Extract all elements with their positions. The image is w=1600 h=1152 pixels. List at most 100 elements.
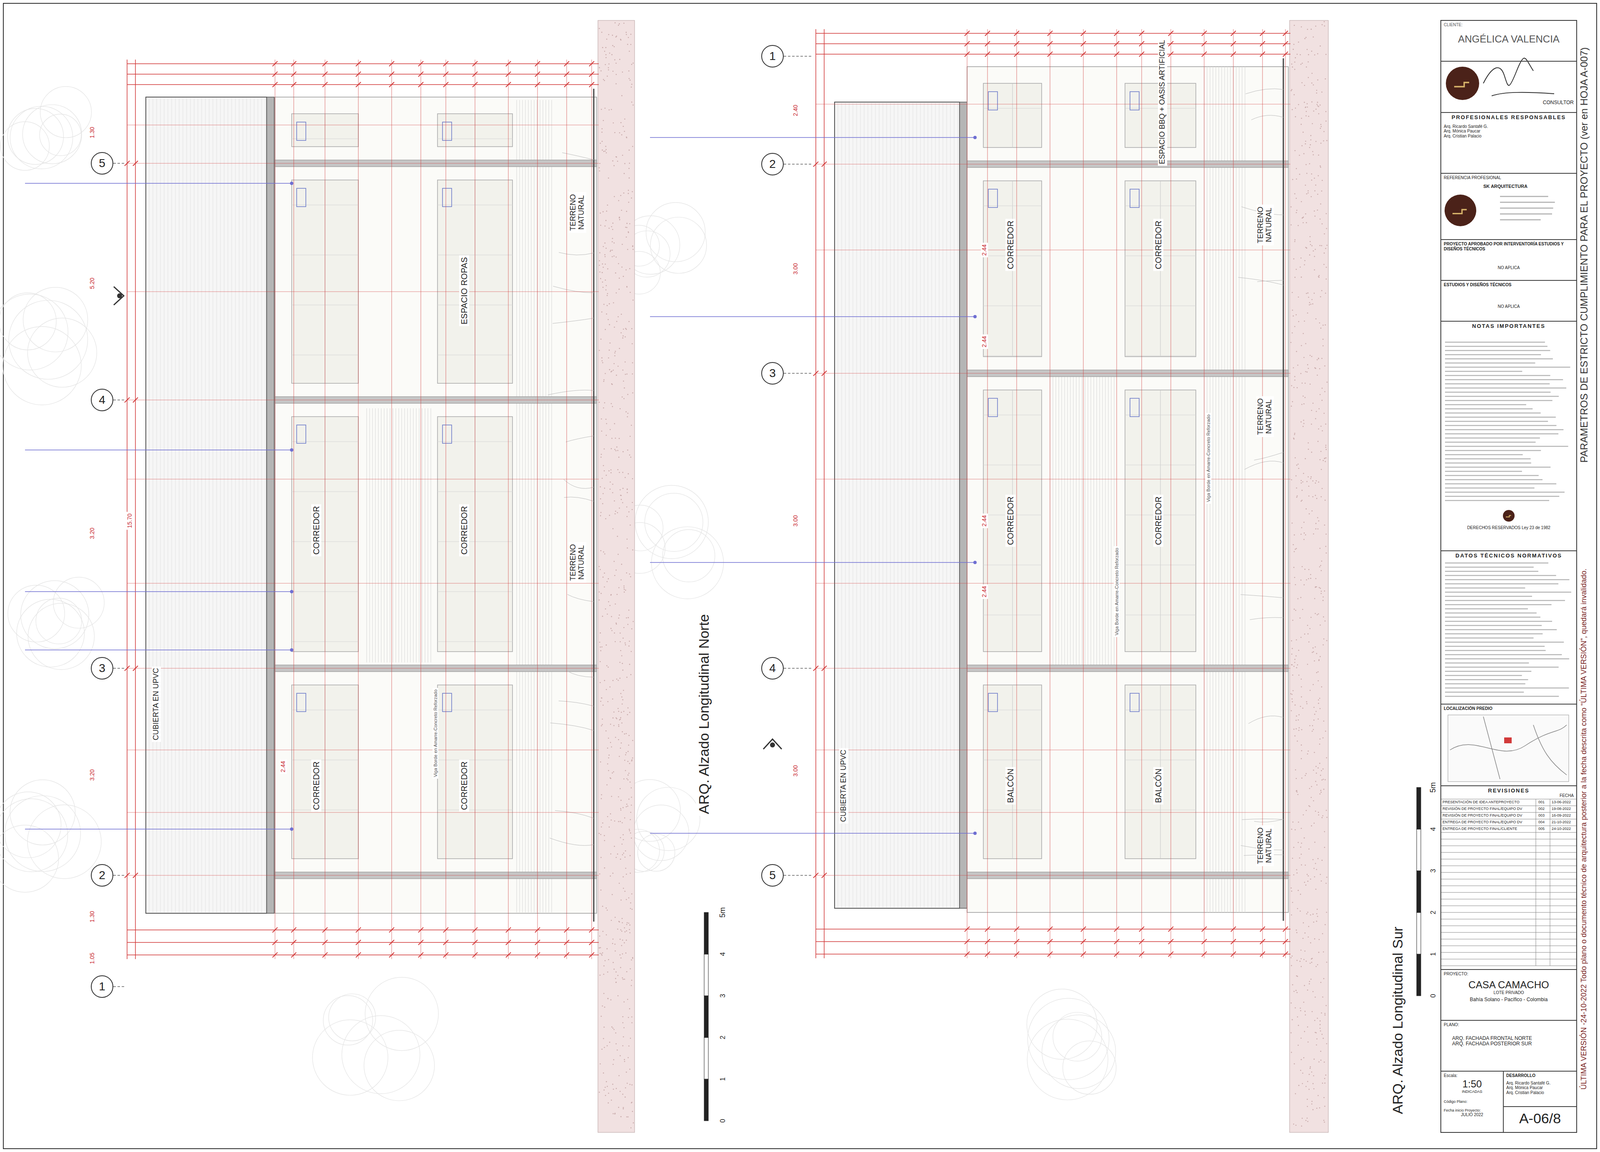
stipple-dot <box>604 225 606 227</box>
stipple-dot <box>608 324 610 326</box>
stipple-dot <box>1319 1107 1321 1109</box>
stipple-dot <box>620 742 623 744</box>
stipple-dot <box>618 1075 620 1077</box>
stipple-dot <box>600 338 602 340</box>
stipple-dot <box>602 822 604 824</box>
stipple-dot <box>628 798 630 800</box>
stipple-dot <box>1309 254 1311 256</box>
roof-hatch <box>212 97 214 913</box>
stipple-dot <box>600 550 602 552</box>
stipple-dot <box>606 75 608 78</box>
stipple-dot <box>617 707 619 710</box>
stipple-dot <box>1315 140 1317 143</box>
stipple-dot <box>1322 338 1324 340</box>
roof-hatch <box>224 97 225 913</box>
stipple-dot <box>605 149 607 151</box>
stipple-dot <box>611 241 613 243</box>
stipple-dot <box>1300 893 1302 895</box>
dimension-chain <box>135 59 136 960</box>
stipple-dot <box>631 760 633 762</box>
stipple-dot <box>1309 147 1311 149</box>
railing-slat <box>375 408 376 663</box>
stipple-dot <box>1300 949 1302 951</box>
vegetation <box>35 598 82 645</box>
stipple-dot <box>1303 985 1305 987</box>
stipple-dot <box>627 416 629 418</box>
stipple-dot <box>1323 788 1325 790</box>
stipple-dot <box>613 711 615 713</box>
stipple-dot <box>1293 990 1295 993</box>
stipple-dot <box>1318 275 1320 277</box>
stipple-dot <box>1326 961 1328 963</box>
stipple-dot <box>624 978 626 980</box>
stipple-dot <box>1297 104 1300 106</box>
stipple-dot <box>1317 358 1320 360</box>
roof-hatch <box>849 102 850 908</box>
stipple-dot <box>1317 175 1320 177</box>
stipple-dot <box>1300 257 1302 259</box>
stipple-dot <box>626 924 628 926</box>
stipple-dot <box>632 245 634 247</box>
stipple-dot <box>1300 345 1303 347</box>
stipple-dot <box>1301 382 1303 384</box>
stipple-dot <box>1314 876 1316 878</box>
stipple-dot <box>627 412 629 415</box>
stipple-dot <box>631 502 633 504</box>
stipple-dot <box>628 511 630 513</box>
dimension-tick <box>322 952 328 958</box>
vegetation <box>1027 1019 1108 1100</box>
stipple-dot <box>605 644 608 646</box>
stipple-dot <box>1314 841 1316 843</box>
vegetation <box>2 326 82 405</box>
stipple-dot <box>605 247 607 250</box>
stipple-dot <box>1323 978 1325 980</box>
stipple-dot <box>1303 153 1305 155</box>
stipple-dot <box>629 872 631 875</box>
stipple-dot <box>1325 292 1327 295</box>
vegetation <box>1042 1015 1116 1089</box>
stipple-dot <box>620 800 622 802</box>
stipple-dot <box>617 24 620 26</box>
stipple-dot <box>1322 345 1324 347</box>
stipple-dot <box>605 689 608 691</box>
door-tag <box>442 693 452 712</box>
stipple-dot <box>604 553 606 555</box>
dimension-line <box>127 399 599 400</box>
stipple-dot <box>604 867 606 869</box>
stipple-dot <box>1305 884 1307 886</box>
stipple-dot <box>1295 1093 1297 1095</box>
stipple-dot <box>629 291 631 293</box>
railing-slat <box>1079 375 1080 667</box>
stipple-dot <box>1315 586 1318 588</box>
dimension-chain <box>127 954 599 956</box>
window-mullion <box>1125 355 1196 357</box>
stipple-dot <box>1296 872 1298 874</box>
roof-hatch <box>182 97 184 913</box>
stipple-dot <box>1294 829 1296 831</box>
stipple-dot <box>1305 534 1307 536</box>
dimension-tick <box>1114 51 1120 57</box>
ground-line <box>1282 58 1285 921</box>
dimension-tick <box>821 161 827 167</box>
stipple-dot <box>1310 244 1312 246</box>
stipple-dot <box>626 506 628 508</box>
stipple-dot <box>630 424 633 426</box>
stipple-dot <box>1320 1059 1322 1061</box>
stipple-dot <box>1297 664 1299 666</box>
dimension-line <box>324 59 325 960</box>
dimension-tick <box>1168 30 1174 36</box>
railing-slat <box>369 408 370 663</box>
stipple-dot <box>1323 1097 1325 1099</box>
stipple-dot <box>600 826 603 828</box>
stipple-dot <box>623 588 625 590</box>
vegetation <box>40 86 92 138</box>
stipple-dot <box>1303 101 1305 103</box>
stipple-dot <box>619 719 621 721</box>
stipple-dot <box>1318 408 1320 410</box>
stipple-dot <box>602 286 604 288</box>
stipple-dot <box>1319 697 1321 700</box>
stipple-dot <box>609 605 611 607</box>
stipple-dot <box>1311 1103 1313 1105</box>
stipple-dot <box>1325 1005 1327 1007</box>
stipple-dot <box>610 448 613 450</box>
